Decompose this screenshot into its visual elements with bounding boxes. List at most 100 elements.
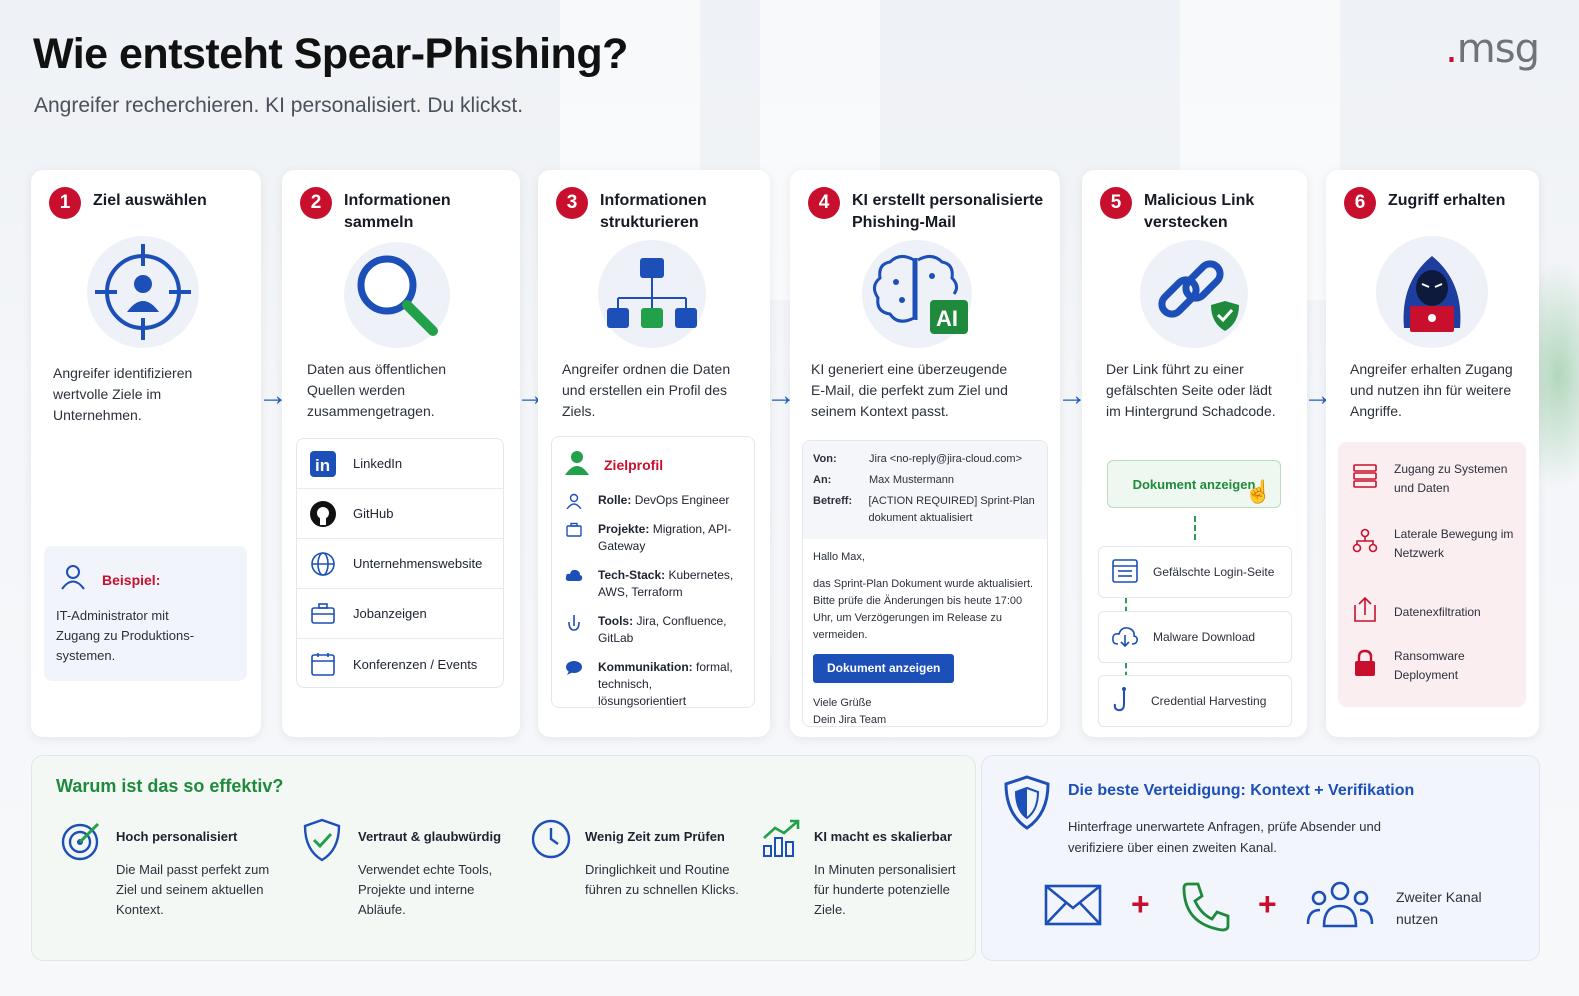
step-title: Malicious Link verstecken (1144, 192, 1255, 231)
msg-logo: .msg (1445, 26, 1540, 72)
mail-to: Max Mustermann (869, 474, 954, 486)
email-preview: Von:Jira <no-reply@jira-cloud.com> An:Ma… (802, 440, 1048, 727)
step-header: 1 Ziel auswählen (49, 186, 207, 219)
briefcase-icon (309, 600, 337, 628)
mail-body: das Sprint-Plan Dokument wurde aktualisi… (813, 578, 1034, 641)
example-box: Beispiel: IT-Administrator mit Zugang zu… (44, 546, 247, 681)
mail-key: Von: (813, 453, 837, 465)
shield-check-icon (302, 818, 342, 867)
profile-key: Tech-Stack: (598, 568, 666, 582)
defense-panel: Die beste Verteidigung: Kontext + Verifi… (981, 755, 1540, 961)
list-item: Projekte: Migration, API-Gateway (552, 515, 754, 561)
outcome-label: Ransomware Deployment (1394, 649, 1465, 682)
target-arrow-icon (60, 818, 104, 867)
shield-icon (1002, 774, 1052, 837)
step-card-6: 6 Zugriff erhalten Angreifer erhalten Zu… (1326, 170, 1539, 737)
step-title: KI erstellt personalisierte Phishing-Mai… (852, 192, 1044, 231)
list-item: Kommunikation: formal, technisch, lösung… (552, 653, 754, 716)
step-header: 5 Malicious Link verstecken (1100, 186, 1274, 234)
org-chart-icon (598, 240, 706, 348)
outcome-label: Laterale Bewegung im Netzwerk (1394, 527, 1514, 560)
outcomes-box: Zugang zu Systemen und Daten Laterale Be… (1338, 442, 1526, 707)
step-number: 2 (300, 187, 332, 219)
target-label: Malware Download (1153, 630, 1256, 644)
clock-icon (530, 818, 572, 865)
github-icon (309, 500, 337, 528)
profile-key: Tools: (598, 614, 634, 628)
show-document-button[interactable]: Dokument anzeigen ☝ (1107, 460, 1281, 508)
upload-icon (1352, 595, 1378, 629)
source-label: Jobanzeigen (353, 606, 427, 621)
sources-list: in LinkedIn GitHub Unternehmenswebsite J… (296, 438, 504, 688)
globe-icon (309, 550, 337, 578)
plus-sign: + (1258, 886, 1277, 922)
dashed-connector (1194, 516, 1196, 540)
profile-value: DevOps Engineer (634, 493, 730, 507)
feature-text: In Minuten personalisiert für hunderte p… (814, 862, 956, 917)
profile-value: Kubernetes, AWS, Terraform (598, 568, 734, 599)
step-number: 3 (556, 187, 588, 219)
lock-icon (1352, 649, 1378, 683)
profile-key: Kommunikation: (598, 660, 693, 674)
hook-icon (1111, 686, 1137, 717)
calendar-icon (309, 650, 337, 678)
feature-text: Die Mail passt perfekt zum Ziel und sein… (116, 862, 270, 917)
section-title: Die beste Verteidigung: Kontext + Verifi… (1068, 782, 1415, 799)
page-title: Wie entsteht Spear-Phishing? (33, 30, 628, 78)
logo-dot: . (1445, 26, 1458, 72)
list-item: Credential Harvesting (1098, 675, 1292, 727)
feature-title: KI macht es skalierbar (814, 829, 953, 844)
profile-value: Migration, API-Gateway (598, 522, 732, 553)
network-icon (1352, 528, 1378, 560)
dashed-connector (1125, 598, 1127, 612)
source-label: GitHub (353, 506, 394, 521)
step-number: 5 (1100, 187, 1132, 219)
linkedin-icon: in (309, 450, 337, 478)
list-item: Malware Download (1098, 611, 1292, 663)
profile-box: Zielprofil Rolle: DevOps Engineer Projek… (551, 436, 755, 708)
step-number: 4 (808, 187, 840, 219)
magnifier-icon (344, 242, 450, 348)
example-text: IT-Administrator mit Zugang zu Produktio… (56, 608, 195, 663)
list-item: Konferenzen / Events (297, 639, 503, 689)
mail-key: Betreff: (813, 495, 853, 507)
profile-value: formal, technisch, lösungsorientiert (598, 660, 733, 708)
feature-title: Wenig Zeit zum Prüfen (585, 829, 725, 844)
example-label: Beispiel: (102, 571, 161, 588)
cloud-icon (564, 567, 584, 601)
page-subtitle: Angreifer recherchieren. KI personalisie… (34, 94, 524, 117)
outcome-label: Datenexfiltration (1394, 604, 1481, 619)
step-header: 6 Zugriff erhalten (1344, 186, 1505, 219)
mail-greeting: Hallo Max, (813, 551, 865, 563)
list-item: GitHub (297, 489, 503, 539)
ai-brain-icon: AI (862, 240, 972, 348)
step-description: Angreifer identifizieren wertvolle Ziele… (53, 365, 193, 423)
tools-icon (564, 613, 584, 647)
mail-closing: Viele Grüße (813, 697, 872, 709)
cloud-download-icon (1111, 624, 1139, 651)
ai-badge-label: AI (936, 306, 958, 331)
step-title: Ziel auswählen (93, 192, 207, 209)
server-icon (1352, 463, 1378, 495)
step-number: 6 (1344, 187, 1376, 219)
show-document-button[interactable]: Dokument anzeigen (813, 654, 955, 683)
step-card-2: 2 Informationen sammeln Daten aus öffent… (282, 170, 520, 737)
list-item: Zugang zu Systemen und Daten (1352, 460, 1514, 498)
list-item: Rolle: DevOps Engineer (552, 486, 754, 515)
feature-title: Hoch personalisiert (116, 829, 238, 844)
profile-key: Rolle: (598, 493, 632, 507)
chat-icon (564, 659, 584, 710)
user-icon (60, 564, 86, 595)
phone-icon (1180, 880, 1230, 937)
source-label: Unternehmenswebsite (353, 556, 483, 571)
list-item: Tech-Stack: Kubernetes, AWS, Terraform (552, 561, 754, 607)
list-item: Gefälschte Login-Seite (1098, 546, 1292, 598)
list-item: Laterale Bewegung im Netzwerk (1352, 525, 1514, 563)
outcome-label: Zugang zu Systemen und Daten (1394, 462, 1508, 495)
defense-text: Hinterfrage unerwartete Anfragen, prüfe … (1068, 819, 1381, 855)
mail-subject: [ACTION REQUIRED] Sprint-Plan dokument a… (868, 495, 1035, 524)
feature-text: Dringlichkeit und Routine führen zu schn… (585, 862, 739, 897)
profile-title: Zielprofil (604, 456, 664, 473)
logo-text: msg (1456, 26, 1540, 72)
step-description: Der Link führt zu einer gefälschten Seit… (1106, 361, 1276, 419)
